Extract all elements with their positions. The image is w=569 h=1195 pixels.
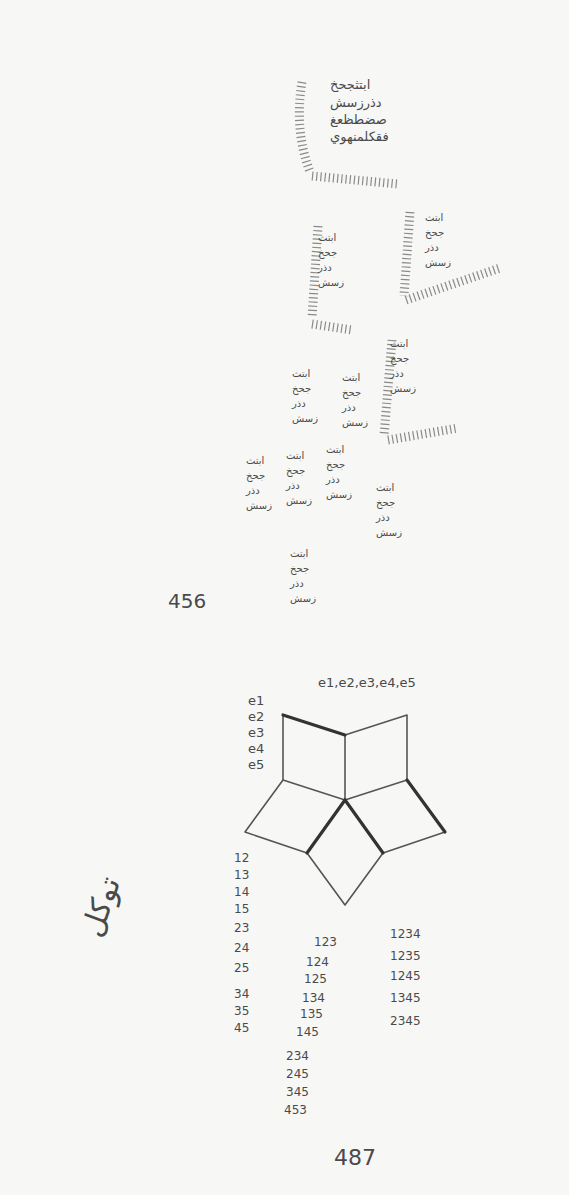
- letter-row: فقكلمنهوي: [330, 130, 389, 144]
- vector-list: e1,e2,e3,e4,e5: [318, 676, 416, 690]
- letter-row: ابتث: [292, 368, 310, 379]
- letter-row: جحخ: [326, 459, 345, 470]
- index-pair: 23: [234, 922, 249, 935]
- index-pair: 35: [234, 1005, 249, 1018]
- letter-row: دذر: [292, 398, 306, 409]
- letter-row: زسش: [376, 527, 402, 538]
- letter-row: ابتث: [290, 548, 308, 559]
- index-quad: 2345: [390, 1015, 421, 1028]
- index-triple: 345: [286, 1086, 309, 1099]
- letter-row: صضطظعغ: [330, 113, 387, 127]
- index-pair: 12: [234, 852, 249, 865]
- letter-row: جحخ: [390, 353, 409, 364]
- letter-row: دذر: [246, 485, 260, 496]
- letter-row: دذر: [286, 480, 300, 491]
- index-triple: 135: [300, 1008, 323, 1021]
- letter-row: دذر: [425, 242, 439, 253]
- letter-row: زسش: [290, 593, 316, 604]
- letter-row: جحخ: [425, 227, 444, 238]
- index-triple: 453: [284, 1104, 307, 1117]
- letter-row: زسش: [425, 257, 451, 268]
- letter-row: جحخ: [286, 465, 305, 476]
- index-quad: 1245: [390, 970, 421, 983]
- letter-row: دذر: [342, 402, 356, 413]
- letter-row: ابتث: [342, 372, 360, 383]
- index-triple: 125: [304, 973, 327, 986]
- index-pair: 15: [234, 903, 249, 916]
- letter-row: زسش: [292, 413, 318, 424]
- letter-row: دذرزسش: [330, 96, 382, 110]
- letter-row: دذر: [390, 368, 404, 379]
- index-triple: 123: [314, 936, 337, 949]
- hatching: [299, 82, 500, 440]
- rhombus-star: [245, 715, 445, 905]
- index-pair: 13: [234, 869, 249, 882]
- vector-label: e1: [248, 694, 264, 708]
- index-triple: 145: [296, 1026, 319, 1039]
- index-pair: 34: [234, 988, 249, 1001]
- vector-label: e3: [248, 726, 264, 740]
- index-triple: 245: [286, 1068, 309, 1081]
- letter-row: ابتث: [425, 212, 443, 223]
- letter-row: ابتث: [318, 232, 336, 243]
- letter-row: دذر: [376, 512, 390, 523]
- letter-row: ابتث: [390, 338, 408, 349]
- page-number: 487: [334, 1146, 376, 1170]
- letter-row: جحخ: [376, 497, 395, 508]
- vector-label: e4: [248, 742, 264, 756]
- letter-row: زسش: [342, 417, 368, 428]
- index-triple: 124: [306, 956, 329, 969]
- letter-row: زسش: [286, 495, 312, 506]
- vector-label: e5: [248, 758, 264, 772]
- index-quad: 1234: [390, 928, 421, 941]
- letter-row: دذر: [290, 578, 304, 589]
- letter-row: جحخ: [318, 247, 337, 258]
- letter-row: ابتثجحخ: [330, 78, 370, 92]
- index-triple: 134: [302, 992, 325, 1005]
- letter-row: دذر: [326, 474, 340, 485]
- letter-row: زسش: [246, 500, 272, 511]
- vector-label: e2: [248, 710, 264, 724]
- index-pair: 45: [234, 1022, 249, 1035]
- letter-row: زسش: [326, 489, 352, 500]
- letter-row: ابتث: [286, 450, 304, 461]
- index-pair: 14: [234, 886, 249, 899]
- letter-row: زسش: [318, 277, 344, 288]
- page-number: 456: [168, 590, 206, 612]
- index-quad: 1235: [390, 950, 421, 963]
- letter-row: ابتث: [376, 482, 394, 493]
- index-pair: 25: [234, 962, 249, 975]
- index-triple: 234: [286, 1050, 309, 1063]
- letter-row: جحخ: [342, 387, 361, 398]
- letter-row: دذر: [318, 262, 332, 273]
- letter-row: ابتث: [326, 444, 344, 455]
- letter-row: جحخ: [290, 563, 309, 574]
- letter-row: ابتث: [246, 455, 264, 466]
- letter-row: زسش: [390, 383, 416, 394]
- letter-row: جحخ: [246, 470, 265, 481]
- bold-edges: [283, 715, 445, 853]
- index-pair: 24: [234, 942, 249, 955]
- index-quad: 1345: [390, 992, 421, 1005]
- letter-row: جحخ: [292, 383, 311, 394]
